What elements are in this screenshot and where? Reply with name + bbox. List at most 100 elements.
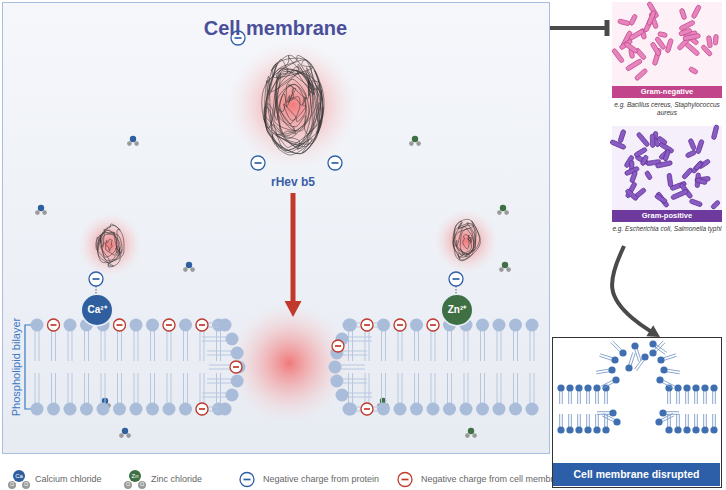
lipid-tail [712, 391, 713, 404]
element-symbol: Zn [129, 470, 141, 482]
lipid-tail [595, 391, 596, 404]
lipid-tail [517, 331, 518, 361]
charge-ring [361, 403, 373, 415]
lipid-tail [559, 391, 560, 404]
bacterium-rod [706, 36, 712, 48]
lipid-head [113, 319, 126, 332]
bacterium-rod [644, 170, 652, 180]
lipid-tail [204, 373, 205, 403]
lipid-head [493, 319, 506, 332]
stain-label: Gram-negative [612, 86, 722, 98]
lipid-tail [676, 391, 677, 404]
minus-bar [364, 324, 370, 326]
lipid-tail [183, 373, 184, 403]
lipid-tail [666, 414, 679, 415]
charge-symbol [332, 340, 344, 352]
lipid-head [443, 403, 456, 416]
micrograph-panel: Gram-positivee.g. Escherichia coli, Salm… [612, 126, 722, 246]
lipid-head [593, 426, 600, 433]
charge-ring [449, 272, 463, 286]
action-arrow [285, 193, 302, 317]
lipid-head [665, 426, 672, 433]
tee-head [605, 20, 610, 36]
lipid-head [683, 426, 690, 433]
lipid-tail [685, 391, 686, 404]
charge-symbol [163, 319, 175, 331]
lipid-tail [220, 331, 221, 361]
lipid-head [179, 319, 192, 332]
lipid-tail [187, 373, 188, 403]
lipid-head [575, 426, 582, 433]
salt-molecule [119, 428, 131, 438]
bacterium-rod [654, 193, 667, 203]
lipid-tail [381, 373, 382, 403]
lipid-tail [68, 373, 69, 403]
lipid-tail [369, 331, 370, 361]
illustration [228, 43, 358, 193]
lipid-tail [447, 331, 448, 361]
lipid-tail [431, 331, 432, 361]
lipid-head [377, 319, 390, 332]
salt-molecule [499, 262, 511, 272]
legend-symbol: ZnClCl [124, 470, 146, 489]
lipid-head [608, 366, 615, 373]
lipid-tail [209, 365, 233, 366]
charge-ring [328, 156, 342, 170]
lipid-head [443, 319, 456, 332]
lipid-tail [134, 331, 135, 361]
binding-link [96, 286, 97, 294]
bacterium-rod [618, 19, 631, 26]
ion-circle: Zn²⁺ [442, 295, 472, 325]
lipid-tail [480, 373, 481, 403]
lipid-tail [343, 379, 367, 380]
element-symbol: Ca [13, 470, 25, 482]
lipid-tail [418, 331, 419, 361]
minus-bar [51, 324, 57, 326]
lipid-head [231, 347, 244, 360]
glow-halo [78, 213, 142, 277]
lipid-tail [601, 380, 613, 386]
bacterium-rod [691, 160, 704, 174]
minus-bar [244, 478, 251, 480]
lipid-tail [501, 373, 502, 403]
lipid-head [625, 364, 632, 371]
element-symbol: Cl [8, 481, 16, 489]
lipid-head [613, 418, 620, 425]
lipid-tail [369, 373, 370, 403]
lipid-tail [202, 393, 226, 394]
bacterium-rod [663, 149, 671, 161]
bilayer-label: Phospholipid bilayer [10, 318, 22, 416]
bacterium-rod [695, 178, 707, 185]
lipid-tail [341, 365, 365, 366]
lipid-tail [343, 355, 367, 356]
legend-entry: CaClClCalcium chloride [8, 469, 102, 489]
charge-symbol [328, 156, 342, 170]
lipid-tail [134, 373, 135, 403]
bacterium-rod [711, 125, 719, 140]
lipid-tail [464, 373, 465, 403]
lipid-tail [534, 373, 535, 403]
lipid-tail [202, 397, 226, 398]
lipid-head [557, 384, 564, 391]
bacterium-rod [679, 8, 687, 20]
lipid-head [410, 403, 423, 416]
lipid-head [226, 389, 239, 402]
lipid-tail [202, 341, 226, 342]
minus-bar [166, 324, 172, 326]
lipid-head [493, 403, 506, 416]
minus-bar [335, 345, 341, 347]
bacterium-rod [670, 189, 688, 200]
lipid-tail [398, 331, 399, 361]
lipid-head [631, 342, 638, 349]
lipid-head [146, 319, 159, 332]
lipid-tail [611, 343, 620, 352]
metal-ion [502, 262, 508, 268]
lipid-tail [464, 331, 465, 361]
lipid-tail [117, 331, 118, 361]
element-symbol: Cl [124, 481, 132, 489]
arrow-head [646, 325, 660, 337]
lipid-tail [171, 331, 172, 361]
charge-symbol [361, 403, 373, 415]
membrane-panel: rHev b5Ca²⁺Zn²⁺Phospholipid bilayerCell … [2, 2, 550, 454]
lipid-tail [348, 397, 372, 398]
